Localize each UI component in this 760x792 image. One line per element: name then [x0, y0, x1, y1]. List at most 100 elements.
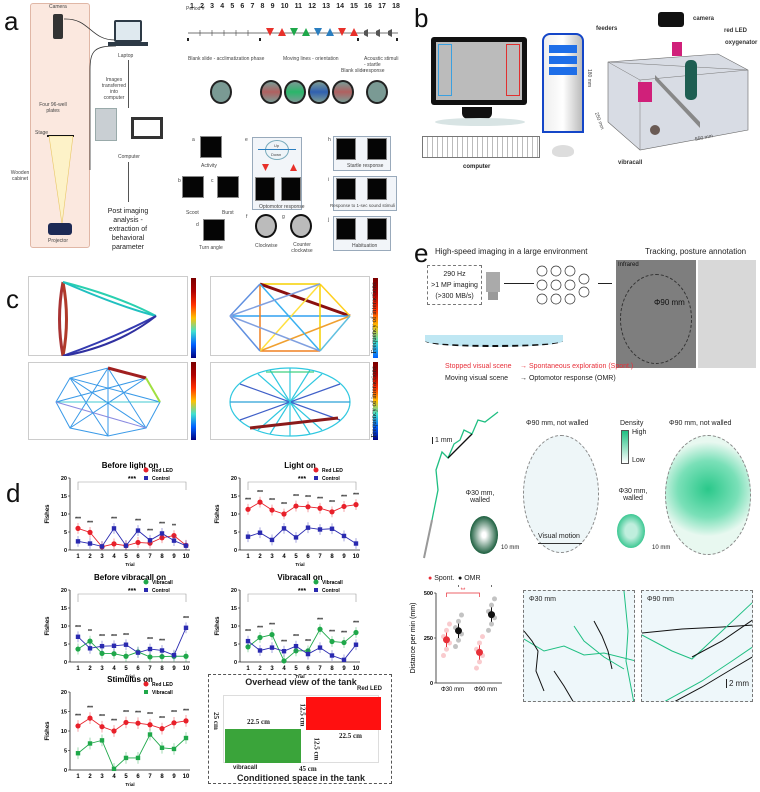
plates-label: Four 96-well plates	[39, 102, 67, 114]
svg-text:Red LED: Red LED	[152, 682, 173, 688]
svg-text:***: ***	[329, 500, 335, 506]
svg-text:20: 20	[61, 476, 67, 482]
mouse-icon	[552, 145, 574, 157]
not-walled-label-2: Φ90 mm, not walled	[669, 420, 732, 427]
svg-text:4: 4	[282, 554, 286, 560]
colorbar-label-4: Frequency of interactions	[369, 366, 378, 438]
tag-e: e	[245, 137, 248, 143]
height-bottom-label: 12.5 cm	[312, 737, 321, 761]
svg-text:10: 10	[231, 624, 237, 630]
colorbar-1	[191, 278, 196, 358]
arena-circle	[620, 274, 692, 364]
svg-text:15: 15	[61, 494, 67, 500]
panel-letter-b: b	[414, 3, 429, 33]
transfer-label: Images transferred into computer	[101, 77, 127, 101]
camera-label: Camera	[49, 4, 67, 10]
panel-e: e High-speed imaging in a large environm…	[400, 230, 760, 792]
habituation-image-2	[367, 218, 387, 240]
svg-text:6: 6	[136, 554, 140, 560]
svg-text:1: 1	[246, 554, 250, 560]
period-label: Period #	[186, 6, 205, 12]
monitor-shadow	[435, 118, 525, 126]
network-graph-3	[28, 362, 188, 440]
title-left: High-speed imaging in a large environmen…	[435, 247, 588, 256]
svg-text:5: 5	[64, 642, 67, 648]
network-graph-2	[210, 276, 370, 356]
period-11: 11	[294, 3, 303, 10]
highspeed-camera-icon	[486, 272, 500, 292]
not-walled-label-1: Φ90 mm, not walled	[526, 420, 589, 427]
period-14: 14	[336, 3, 344, 10]
phi90-label: Φ90 mm	[654, 298, 685, 307]
arrow-right-2	[598, 283, 612, 284]
svg-text:4: 4	[112, 774, 116, 780]
svg-text:***: ***	[171, 710, 177, 716]
svg-text:10: 10	[353, 554, 360, 560]
period-15: 15	[350, 3, 358, 10]
svg-text:8: 8	[330, 554, 334, 560]
visual-motion-label: Visual motion	[538, 533, 580, 540]
svg-text:15: 15	[61, 710, 67, 716]
svg-text:3: 3	[100, 774, 104, 780]
monitor	[431, 37, 527, 105]
counter-clockwise-image	[290, 214, 312, 238]
traj-phi90-label: Φ90 mm	[647, 596, 674, 603]
svg-text:***: ***	[183, 708, 189, 714]
stopped-label: Stopped visual scene	[445, 363, 512, 370]
density-scale	[621, 430, 629, 464]
tag-f: f	[246, 214, 248, 220]
plate-thumb-red	[260, 80, 282, 104]
svg-text:20: 20	[61, 690, 67, 696]
svg-text:9: 9	[172, 666, 176, 672]
camera-b-icon	[658, 12, 684, 27]
oxygenator-label: oxygenator	[725, 40, 758, 46]
svg-text:***: ***	[87, 706, 93, 712]
plate-thumb-green	[284, 80, 306, 104]
green-zone	[225, 729, 301, 763]
svg-text:2: 2	[88, 554, 92, 560]
svg-text:***: ***	[329, 630, 335, 636]
svg-text:8: 8	[160, 666, 164, 672]
up-down-circle	[265, 140, 289, 160]
phase1-label: Blank slide - acclimatization phase	[188, 56, 265, 62]
scoot-image	[182, 176, 204, 198]
svg-text:10: 10	[353, 666, 360, 672]
svg-text:10: 10	[231, 512, 237, 518]
svg-text:5: 5	[124, 554, 128, 560]
cables	[63, 18, 117, 170]
svg-text:1: 1	[76, 554, 80, 560]
spec-line-3: (>300 MB/s)	[435, 293, 474, 300]
sound-image-2	[367, 178, 387, 200]
svg-text:Fishes: Fishes	[215, 616, 221, 636]
light-cone	[48, 136, 74, 225]
svg-text:***: ***	[317, 496, 323, 502]
tag-j: j	[328, 217, 330, 223]
svg-text:6: 6	[306, 554, 310, 560]
legend-spont-label: Spont.	[434, 575, 455, 582]
monitor-stand	[462, 107, 492, 119]
svg-text:500: 500	[424, 591, 433, 597]
svg-text:0: 0	[234, 660, 237, 666]
svg-text:10: 10	[61, 729, 67, 735]
svg-text:***: ***	[298, 588, 306, 595]
legend-omr-label: OMR	[464, 575, 481, 582]
keyboard-icon	[422, 136, 540, 158]
period-2: 2	[200, 3, 204, 10]
tag-a: a	[192, 137, 195, 143]
svg-text:15: 15	[61, 606, 67, 612]
chart-title: Before light on	[102, 461, 159, 470]
svg-text:***: ***	[183, 616, 189, 622]
svg-text:***: ***	[257, 490, 263, 496]
spont-label: → Spontaneous exploration (Spont.)	[520, 363, 634, 370]
tag-b: b	[178, 178, 181, 184]
legend-omr: ● OMR	[458, 575, 481, 582]
panel-letter-a: a	[4, 6, 19, 36]
habituation-label: Habituation	[352, 243, 378, 249]
svg-text:15: 15	[231, 606, 237, 612]
svg-text:4: 4	[112, 554, 116, 560]
density-low: Low	[632, 457, 645, 464]
svg-text:20: 20	[231, 588, 237, 594]
burst-label: Burst	[222, 210, 234, 216]
